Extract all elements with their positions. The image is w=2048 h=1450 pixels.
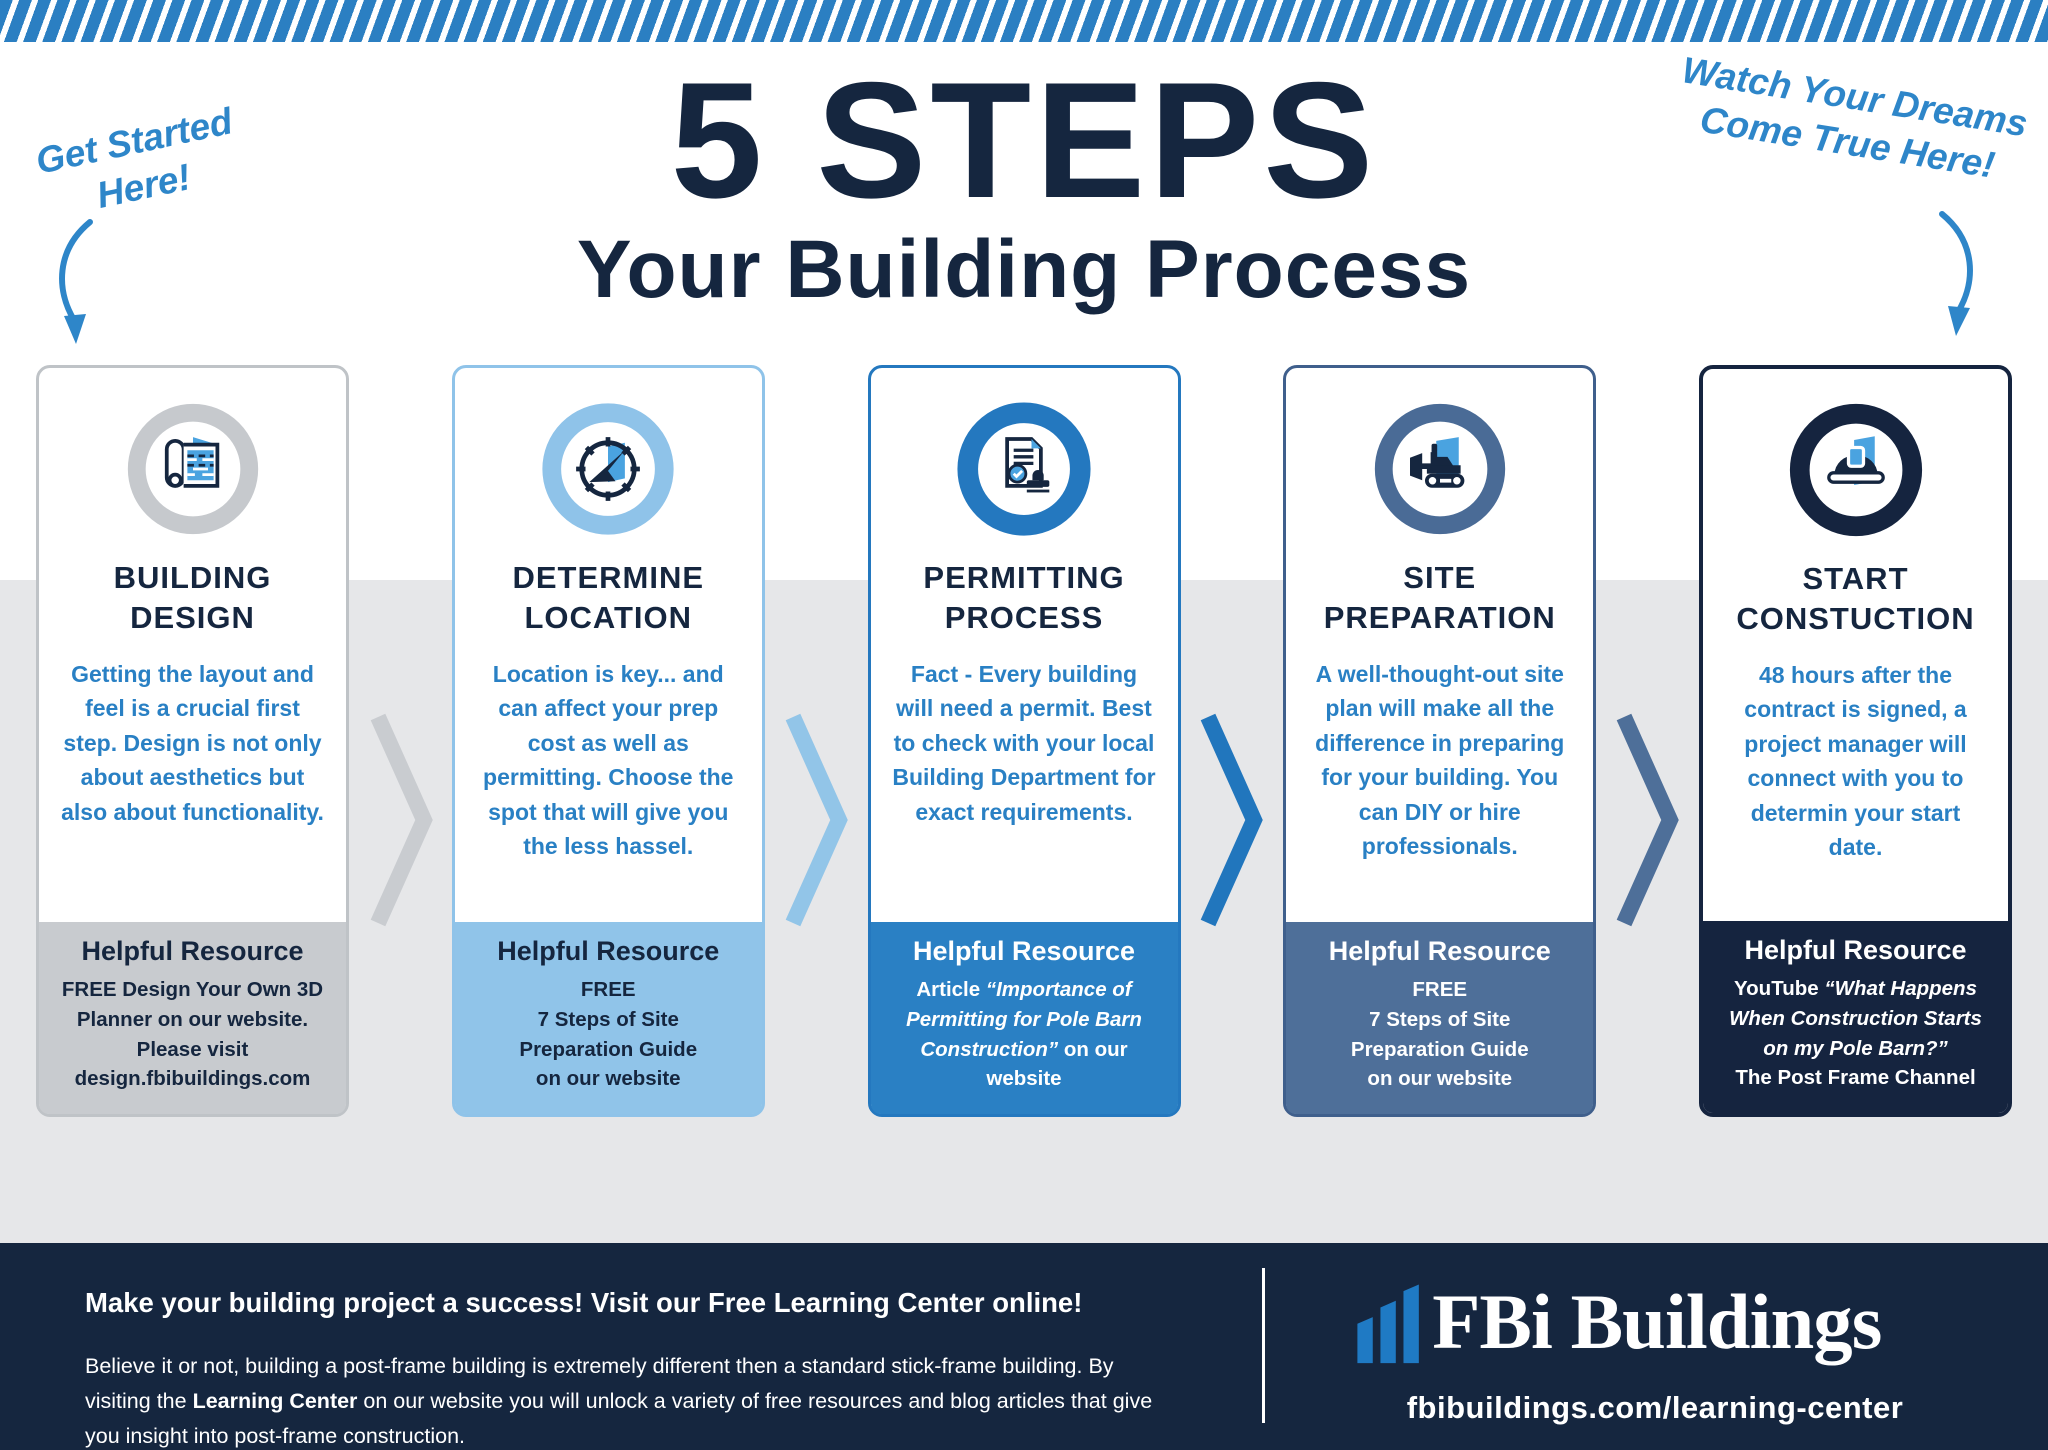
resource-line: on our website (986, 1037, 1128, 1091)
resource-line: 7 Steps of Site (537, 1007, 679, 1031)
compass-icon (542, 403, 674, 535)
chevron-right-icon (370, 713, 433, 927)
resource-text: YouTube “What Happens When Construction … (1715, 974, 1996, 1093)
promo-text: Believe it or not, building a post-frame… (85, 1354, 1114, 1413)
resource-line: on our website (1367, 1067, 1513, 1091)
step-title: PERMITTING PROCESS (923, 560, 1125, 636)
card-building-design: BUILDING DESIGN Getting the layout and f… (36, 365, 349, 1117)
resource-heading: Helpful Resource (1328, 936, 1551, 967)
promo-text: on our website you will unlock a variety… (85, 1388, 1153, 1448)
card-determine-location: DETERMINE LOCATION Location is key... an… (451, 365, 765, 1117)
helpful-resource-panel: Helpful Resource YouTube “What Happens W… (1703, 921, 2008, 1113)
resource-type-label: YouTube (1734, 977, 1819, 1001)
footer-band: Make your building project a success! Vi… (0, 1243, 2048, 1450)
resource-line: FREE (1412, 978, 1468, 1002)
resource-channel: The Post Frame Channel (1735, 1066, 1976, 1090)
resource-line: FREE (580, 978, 636, 1002)
step-description: Getting the layout and feel is a crucial… (61, 660, 324, 825)
learning-center-label: Learning Center (192, 1388, 358, 1413)
resource-line: FREE Design Your Own 3D (61, 978, 324, 1002)
resource-text: FREE 7 Steps of Site Preparation Guide o… (1298, 975, 1581, 1094)
step-description: Location is key... and can affect your p… (483, 660, 734, 860)
resource-line: Preparation Guide (1350, 1037, 1529, 1061)
brand-name: FBi Buildings (1432, 1279, 1881, 1366)
chevron-right-icon (785, 713, 848, 927)
step-description: A well-thought-out site plan will make a… (1315, 660, 1565, 860)
permit-stamp-icon (957, 402, 1091, 536)
chevron-right-icon (1200, 713, 1263, 927)
step-description: 48 hours after the contract is signed, a… (1744, 661, 1967, 861)
resource-line: 7 Steps of Site (1369, 1007, 1511, 1031)
steps-row: BUILDING DESIGN Getting the layout and f… (36, 365, 2012, 1117)
vertical-divider (1262, 1268, 1265, 1423)
step-description: Fact - Every building will need a permit… (892, 660, 1156, 825)
promo-paragraph: Believe it or not, building a post-frame… (85, 1349, 1165, 1450)
helpful-resource-panel: Helpful Resource FREE Design Your Own 3D… (39, 922, 346, 1114)
resource-line: Preparation Guide (519, 1037, 698, 1061)
resource-line: Please visit (136, 1037, 249, 1061)
learning-center-promo: Make your building project a success! Vi… (85, 1287, 1165, 1450)
resource-video-title: “What Happens When Construction Starts o… (1729, 977, 1982, 1060)
step-title: DETERMINE LOCATION (512, 560, 705, 636)
chevron-right-icon (1616, 713, 1679, 927)
helpful-resource-panel: Helpful Resource FREE 7 Steps of Site Pr… (1286, 922, 1594, 1114)
resource-type-label: Article (916, 978, 981, 1002)
resource-link[interactable]: design.fbibuildings.com (74, 1067, 311, 1091)
curved-arrow-down-icon (1939, 211, 1973, 336)
curved-arrow-down-icon (59, 219, 93, 344)
resource-text: Article “Importance of Permitting for Po… (883, 975, 1166, 1094)
resource-heading: Helpful Resource (912, 936, 1136, 967)
resource-heading: Helpful Resource (81, 936, 304, 967)
striped-banner (0, 0, 2048, 42)
promo-heading: Make your building project a success! Vi… (85, 1287, 1083, 1318)
step-title: SITE PREPARATION (1323, 560, 1556, 636)
bulldozer-icon (1374, 403, 1505, 535)
learning-center-url[interactable]: fbibuildings.com/learning-center (1406, 1390, 1904, 1425)
resource-text: FREE 7 Steps of Site Preparation Guide o… (467, 975, 750, 1094)
fbi-buildings-logo: FBi Buildings (1357, 1279, 1882, 1366)
card-start-construction: START CONSTUCTION 48 hours after the con… (1699, 365, 2012, 1117)
resource-text: FREE Design Your Own 3D Planner on our w… (51, 975, 334, 1094)
blueprint-icon (127, 403, 258, 535)
page-title: 5 STEPS (670, 48, 1378, 232)
card-permitting-process: PERMITTING PROCESS Fact - Every building… (867, 365, 1181, 1117)
card-site-preparation: SITE PREPARATION A well-thought-out site… (1283, 365, 1597, 1117)
helpful-resource-panel: Helpful Resource Article “Importance of … (870, 922, 1178, 1114)
step-title: BUILDING DESIGN (113, 560, 272, 636)
resource-line: on our website (535, 1067, 681, 1091)
hard-hat-icon (1789, 403, 1922, 537)
resource-article-title: “Importance of Permitting for Pole Barn … (906, 978, 1142, 1061)
resource-heading: Helpful Resource (1744, 935, 1967, 966)
step-title: START CONSTUCTION (1736, 561, 1975, 637)
brand-block: FBi Buildings fbibuildings.com/learning-… (1310, 1271, 2000, 1426)
page-subtitle: Your Building Process (576, 224, 1472, 315)
resource-heading: Helpful Resource (497, 936, 720, 967)
title-block: 5 STEPS Your Building Process (0, 58, 2048, 313)
resource-line: Planner on our website. (76, 1007, 309, 1031)
helpful-resource-panel: Helpful Resource FREE 7 Steps of Site Pr… (454, 922, 762, 1114)
